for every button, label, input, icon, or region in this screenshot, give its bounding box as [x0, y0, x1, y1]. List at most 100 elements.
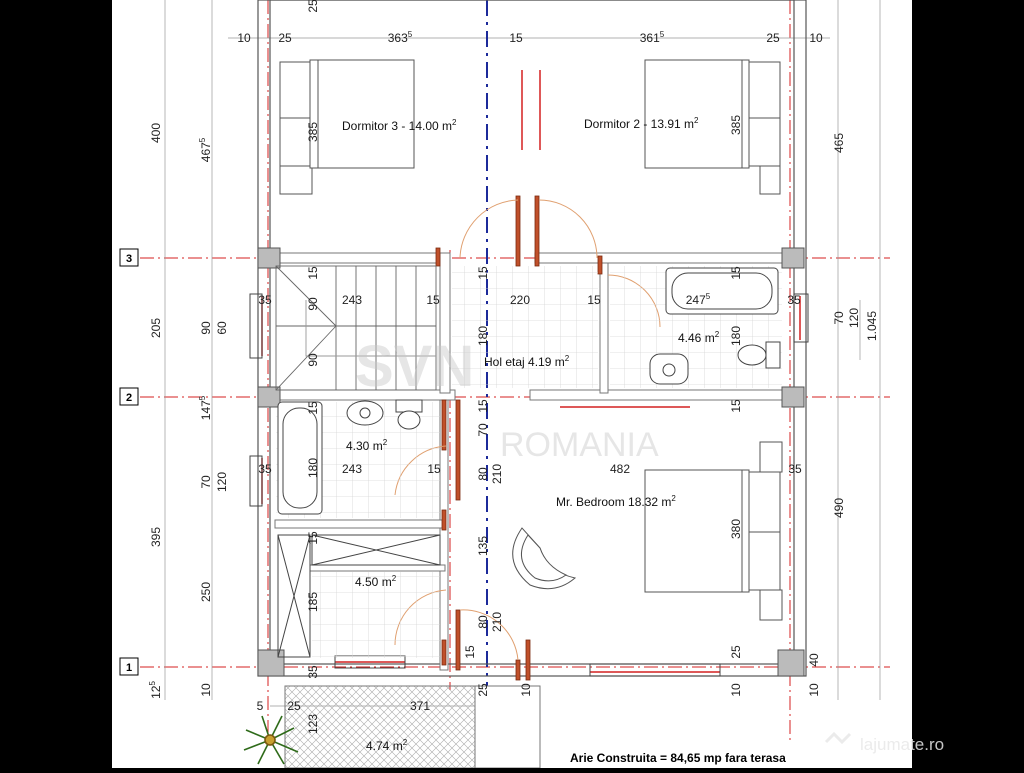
- dim-text: 15: [463, 645, 477, 659]
- dim-text: 123: [306, 714, 320, 734]
- armchair: [512, 527, 577, 590]
- dim-text: 10: [237, 31, 251, 45]
- dim-text: 243: [342, 462, 362, 476]
- dim-text: 15: [426, 293, 440, 307]
- bed-dormitor2: [644, 59, 781, 195]
- dim-text: 10: [807, 683, 821, 697]
- dim-text: 380: [729, 519, 743, 539]
- dim-text: 385: [306, 122, 320, 142]
- dim-text: 10: [809, 31, 823, 45]
- bathtub-left: [277, 401, 323, 515]
- dim-text: 90: [306, 297, 320, 311]
- dim-text: 25: [766, 31, 780, 45]
- dim-text: 70: [832, 311, 846, 325]
- axis-label-2: 2: [126, 392, 132, 404]
- staircase: [275, 265, 437, 391]
- terrace-gap: [474, 685, 541, 769]
- inner-walls: [274, 252, 796, 671]
- dim-text: 60: [215, 321, 229, 335]
- dim-text: 125: [148, 681, 163, 699]
- dim-text: 15: [729, 399, 743, 413]
- hall-floor: [452, 266, 598, 388]
- dim-text: 490: [832, 498, 846, 518]
- dim-text: 1475: [198, 395, 213, 420]
- dim-text: 135: [476, 536, 490, 556]
- dim-text: 185: [306, 592, 320, 612]
- dim-text: 15: [587, 293, 601, 307]
- dim-text: 25: [278, 31, 292, 45]
- dim-text: 205: [149, 318, 163, 338]
- built-area-note: Arie Construita = 84,65 mp fara terasa: [570, 751, 786, 765]
- closet-floor: [312, 572, 440, 658]
- dim-text: 90: [306, 353, 320, 367]
- dim-text: 35: [258, 462, 272, 476]
- dim-text: 371: [410, 699, 430, 713]
- dim-text: 3635: [388, 30, 413, 45]
- brand-watermark: lajumate.ro: [824, 731, 944, 754]
- door-jambs: [435, 195, 603, 681]
- dim-text: 35: [788, 462, 802, 476]
- dim-text: 35: [787, 293, 801, 307]
- dim-text: 35: [306, 665, 320, 679]
- dim-text: 120: [215, 472, 229, 492]
- dim-text: 90: [199, 321, 213, 335]
- bathtub-top: [665, 267, 779, 315]
- dim-text: 35: [258, 293, 272, 307]
- watermark-logo: SVN: [355, 334, 474, 399]
- room-dormitor2: Dormitor 2 - 13.91 m2: [584, 116, 699, 131]
- dim-text: 40: [807, 653, 821, 667]
- room-bath-top: 4.46 m2: [678, 330, 720, 345]
- bed-master: [644, 441, 783, 621]
- dim-text: 25: [287, 699, 301, 713]
- dim-text: 15: [306, 401, 320, 415]
- dim-text: 400: [149, 123, 163, 143]
- dim-text: 70: [476, 423, 490, 437]
- dim-text: 15: [306, 531, 320, 545]
- dim-text: 243: [342, 293, 362, 307]
- dim-text: 15: [476, 399, 490, 413]
- dim-text: 180: [476, 326, 490, 346]
- dim-text: 220: [510, 293, 530, 307]
- brand-name: lajumate.ro: [860, 735, 944, 754]
- columns: [257, 247, 805, 677]
- dim-text: 10: [519, 683, 533, 697]
- dim-text: 15: [427, 462, 441, 476]
- plant-icon: [243, 715, 299, 765]
- dim-text: 120: [847, 308, 861, 328]
- brand-logo-icon: [824, 731, 852, 745]
- dim-text: 10: [199, 683, 213, 697]
- dim-text: 80: [476, 615, 490, 629]
- dim-text: 70: [199, 475, 213, 489]
- dim-text: 180: [729, 326, 743, 346]
- axis-label-1: 1: [126, 662, 132, 674]
- room-dormitor3: Dormitor 3 - 14.00 m2: [342, 118, 457, 133]
- axis-label-3: 3: [126, 253, 132, 265]
- watermark-subtitle: ROMANIA: [500, 426, 659, 464]
- dim-text: 250: [199, 582, 213, 602]
- shower-tray: [277, 534, 441, 658]
- dim-text: 25: [306, 0, 320, 13]
- dim-text: 1.045: [865, 311, 879, 341]
- axis-markers: 3 2 1: [119, 248, 139, 676]
- dim-text: 15: [509, 31, 523, 45]
- dim-text: 210: [490, 464, 504, 484]
- dim-text: 210: [490, 612, 504, 632]
- dim-text: 465: [832, 133, 846, 153]
- dim-text: 3615: [640, 30, 665, 45]
- dim-text: 25: [729, 645, 743, 659]
- bed-dormitor3: [279, 59, 415, 195]
- dim-text: 15: [306, 266, 320, 280]
- dim-text: 10: [729, 683, 743, 697]
- dim-text: 180: [306, 458, 320, 478]
- dim-text: 2475: [686, 292, 711, 307]
- dim-text: 15: [729, 266, 743, 280]
- dim-text: 25: [476, 683, 490, 697]
- dim-text: 80: [476, 467, 490, 481]
- room-hol-etaj: Hol etaj 4.19 m2: [484, 354, 570, 369]
- room-closet: 4.50 m2: [355, 574, 397, 589]
- dim-text: 15: [476, 266, 490, 280]
- room-terrace: 4.74 m2: [366, 738, 408, 753]
- dim-text: 5: [257, 699, 264, 713]
